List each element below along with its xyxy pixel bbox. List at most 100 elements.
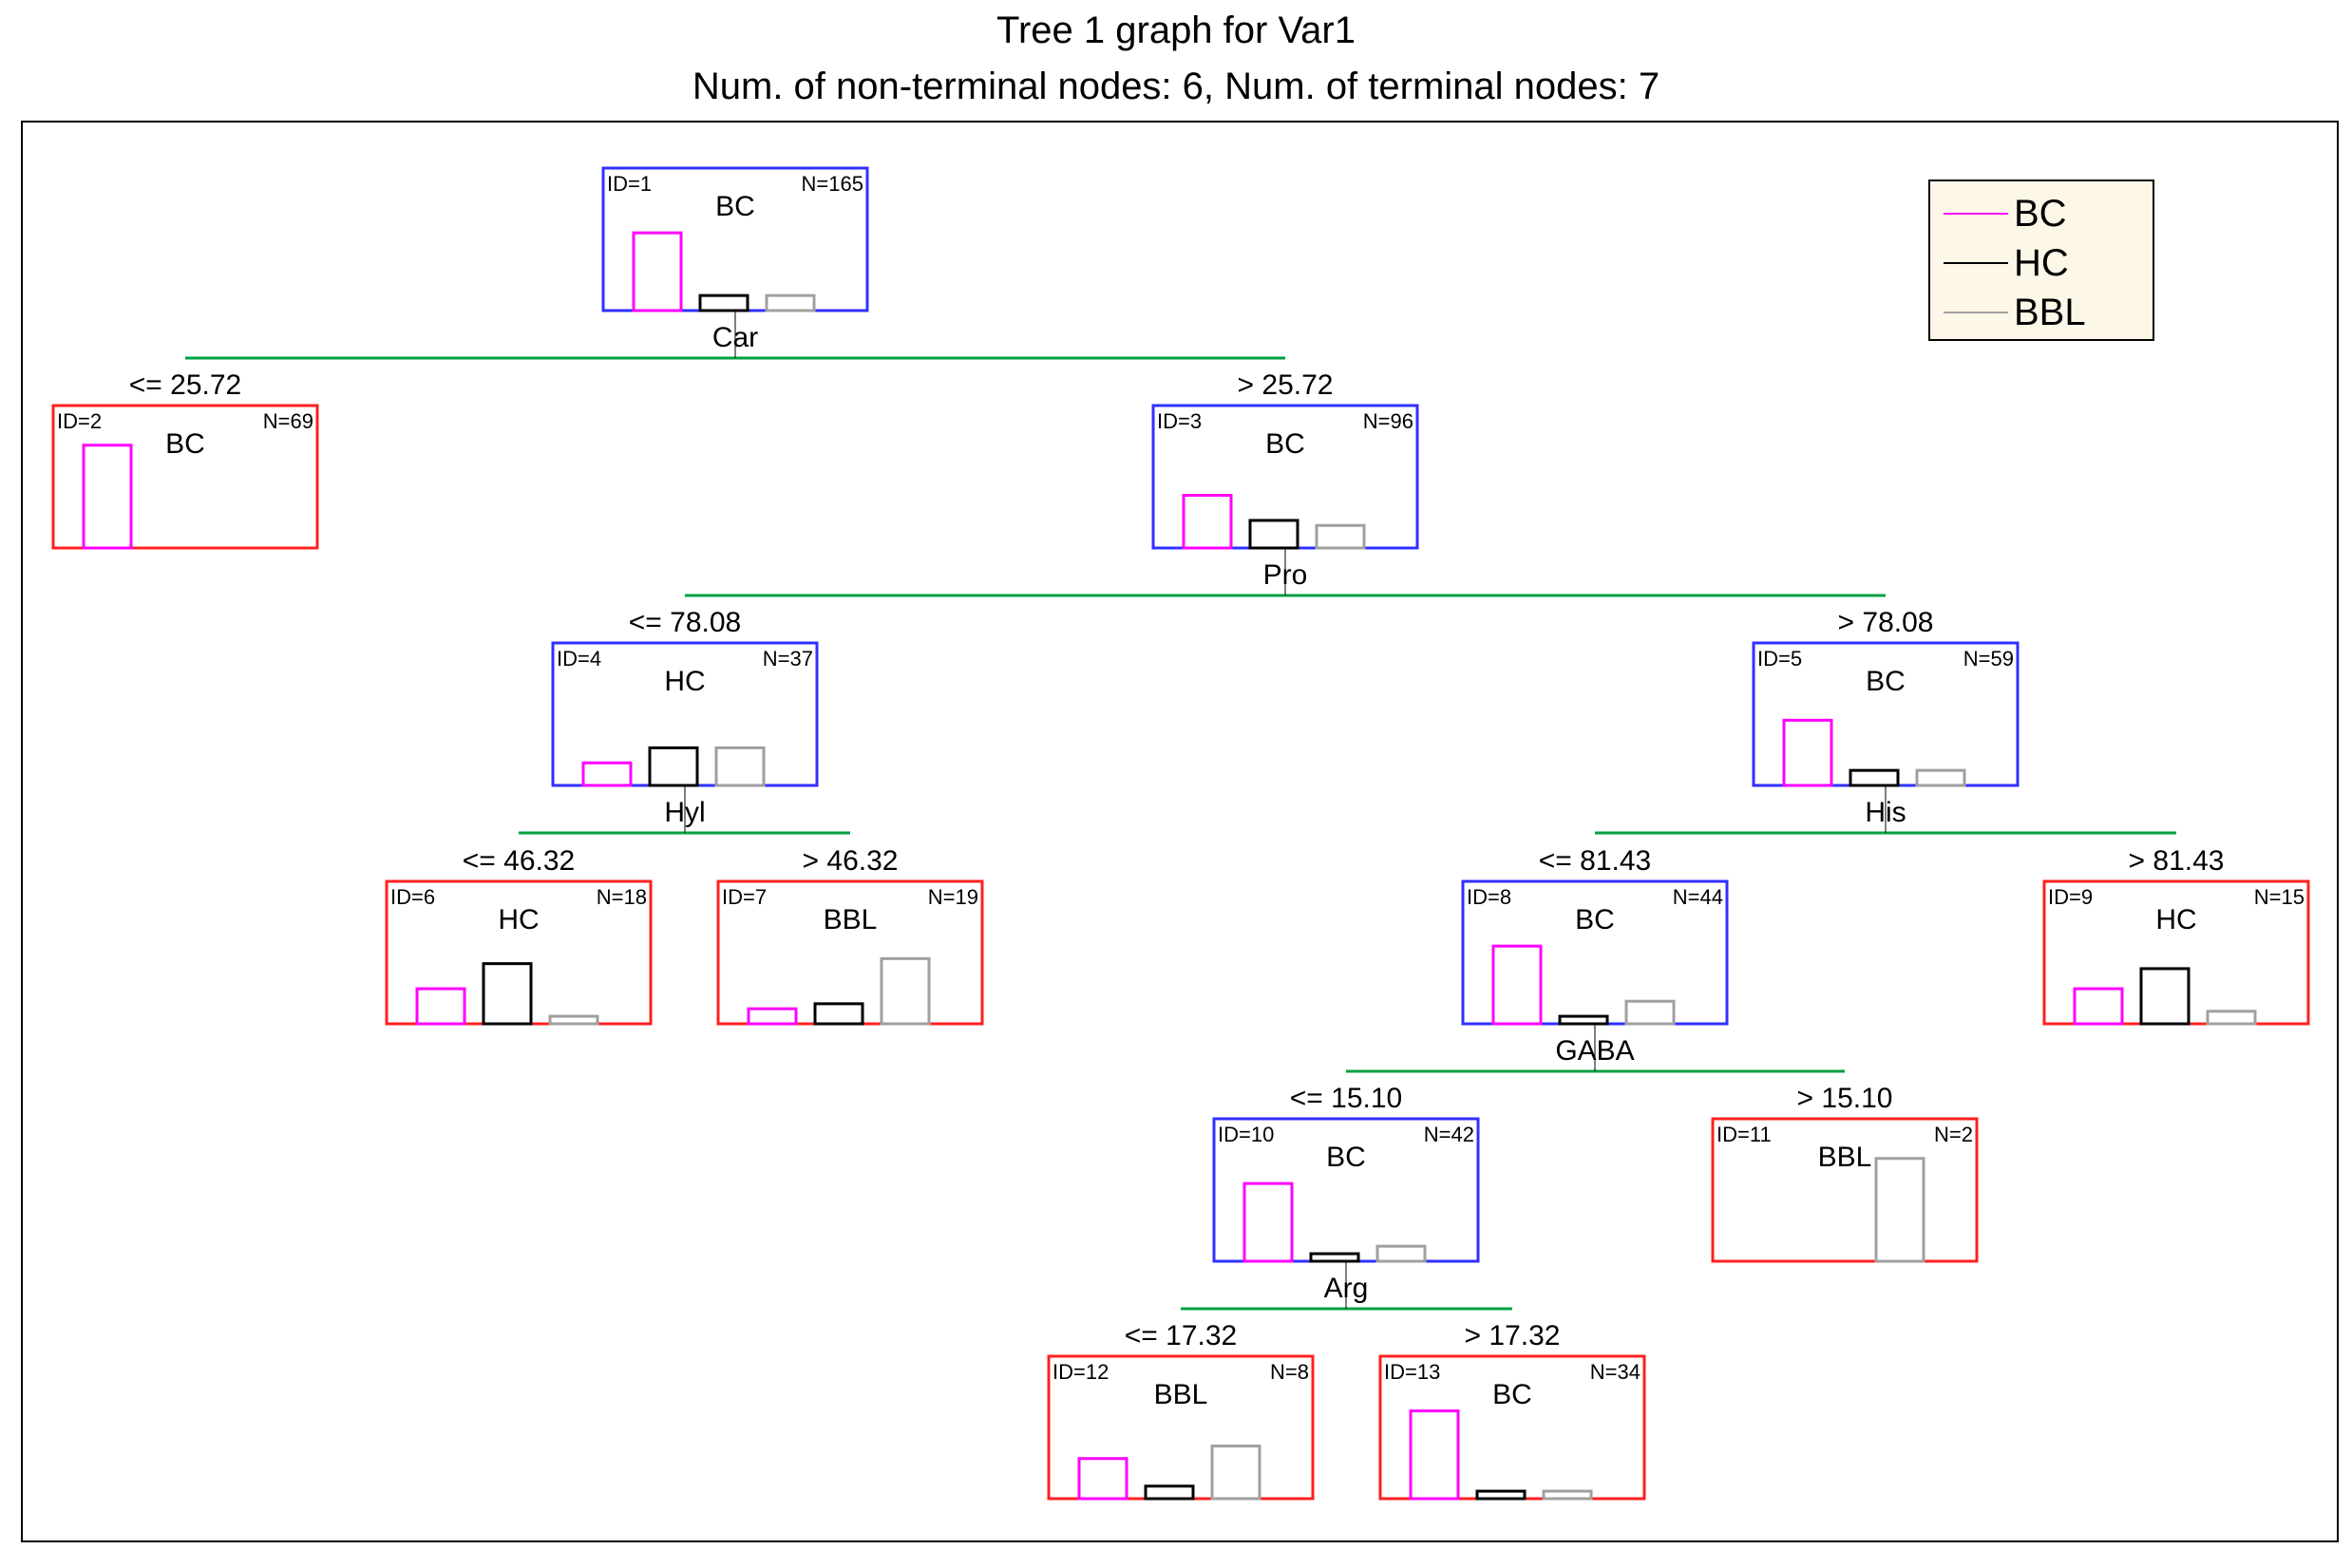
node-bar-id-5-bbl — [1915, 768, 1966, 787]
legend-item-hc: HC — [1944, 238, 2069, 288]
legend-swatch-bc — [1944, 213, 2008, 215]
chart-title: Tree 1 graph for Var1 — [996, 9, 1356, 51]
split-variable-id-4: Hyl — [664, 797, 705, 828]
node-count-id-11: N=2 — [1934, 1123, 1973, 1146]
split-variable-id-1: Car — [712, 322, 758, 353]
node-bar-id-4-hc — [648, 746, 699, 787]
node-id-id-12: ID=12 — [1053, 1360, 1109, 1384]
node-bar-id-13-hc — [1475, 1489, 1527, 1501]
node-bar-id-3-bc — [1182, 494, 1233, 550]
node-bar-id-2-bc — [82, 444, 133, 550]
node-class-id-3: BC — [1265, 428, 1305, 460]
node-box-id-10 — [1212, 1117, 1480, 1263]
split-right-condition-id-5: > 81.43 — [2129, 845, 2225, 877]
node-box-id-12 — [1047, 1354, 1315, 1501]
node-class-id-1: BC — [715, 191, 755, 222]
node-id-id-11: ID=11 — [1717, 1123, 1772, 1146]
node-class-id-5: BC — [1866, 666, 1906, 697]
node-bar-id-1-bbl — [765, 293, 816, 312]
node-bar-id-1-bc — [632, 231, 683, 312]
split-right-condition-id-4: > 46.32 — [803, 845, 899, 877]
legend-swatch-hc — [1944, 262, 2008, 264]
node-bar-id-7-bc — [747, 1007, 798, 1026]
node-id-id-8: ID=8 — [1467, 885, 1511, 909]
node-count-id-7: N=19 — [928, 885, 978, 909]
node-bar-id-13-bbl — [1542, 1489, 1593, 1501]
node-id-id-1: ID=1 — [607, 172, 652, 196]
node-bar-id-6-hc — [482, 962, 533, 1026]
split-right-condition-id-1: > 25.72 — [1238, 369, 1334, 401]
split-left-condition-id-4: <= 46.32 — [463, 845, 575, 877]
legend-label-bc: BC — [2014, 193, 2067, 235]
node-id-id-2: ID=2 — [57, 409, 102, 433]
split-right-condition-id-10: > 17.32 — [1465, 1320, 1561, 1351]
node-count-id-1: N=165 — [802, 172, 863, 196]
node-bar-id-12-hc — [1144, 1484, 1195, 1501]
split-variable-id-10: Arg — [1324, 1273, 1369, 1304]
split-left-condition-id-10: <= 17.32 — [1125, 1320, 1237, 1351]
node-class-id-11: BBL — [1818, 1142, 1872, 1173]
split-right-condition-id-8: > 15.10 — [1797, 1083, 1893, 1114]
node-bar-id-1-hc — [698, 293, 749, 312]
node-count-id-4: N=37 — [763, 647, 813, 671]
node-bar-id-3-bbl — [1315, 523, 1366, 550]
node-id-id-10: ID=10 — [1218, 1123, 1274, 1146]
node-bar-id-9-bc — [2073, 987, 2124, 1026]
node-id-id-6: ID=6 — [390, 885, 435, 909]
plot-frame — [21, 121, 2339, 1542]
node-id-id-4: ID=4 — [557, 647, 601, 671]
node-bar-id-6-bbl — [548, 1014, 599, 1026]
node-class-id-12: BBL — [1154, 1379, 1208, 1410]
split-right-condition-id-3: > 78.08 — [1838, 607, 1934, 638]
node-count-id-12: N=8 — [1270, 1360, 1309, 1384]
legend-item-bc: BC — [1944, 189, 2067, 238]
node-id-id-13: ID=13 — [1384, 1360, 1440, 1384]
split-variable-id-3: Pro — [1263, 559, 1308, 591]
node-count-id-9: N=15 — [2254, 885, 2305, 909]
legend-label-hc: HC — [2014, 242, 2069, 284]
node-box-id-13 — [1378, 1354, 1646, 1501]
node-count-id-5: N=59 — [1963, 647, 2014, 671]
node-bar-id-13-bc — [1409, 1409, 1460, 1501]
split-left-condition-id-1: <= 25.72 — [129, 369, 241, 401]
node-class-id-9: HC — [2155, 904, 2196, 935]
node-box-id-5 — [1752, 641, 2020, 787]
node-bar-id-4-bc — [581, 761, 633, 787]
split-left-condition-id-3: <= 78.08 — [629, 607, 741, 638]
node-box-id-2 — [51, 404, 319, 550]
node-bar-id-12-bbl — [1210, 1445, 1261, 1501]
node-class-id-6: HC — [498, 904, 539, 935]
node-count-id-8: N=44 — [1673, 885, 1723, 909]
node-id-id-3: ID=3 — [1157, 409, 1202, 433]
split-variable-id-8: GABA — [1555, 1035, 1634, 1067]
node-count-id-10: N=42 — [1424, 1123, 1474, 1146]
node-bar-id-6-bc — [415, 987, 466, 1026]
node-id-id-5: ID=5 — [1757, 647, 1802, 671]
node-bar-id-12-bc — [1077, 1457, 1129, 1501]
node-bar-id-5-bc — [1782, 718, 1833, 787]
node-count-id-2: N=69 — [263, 409, 313, 433]
node-box-id-8 — [1461, 879, 1729, 1026]
split-variable-id-5: His — [1865, 797, 1906, 828]
legend: BC HC BBL — [1928, 179, 2154, 341]
node-box-id-7 — [716, 879, 984, 1026]
node-bar-id-7-hc — [813, 1002, 864, 1026]
node-class-id-10: BC — [1326, 1142, 1366, 1173]
node-bar-id-8-hc — [1558, 1014, 1609, 1026]
node-bar-id-3-hc — [1248, 519, 1299, 550]
legend-swatch-bbl — [1944, 312, 2008, 313]
node-class-id-13: BC — [1492, 1379, 1532, 1410]
node-bar-id-8-bc — [1491, 944, 1543, 1026]
node-class-id-8: BC — [1575, 904, 1615, 935]
node-bar-id-5-hc — [1849, 768, 1900, 787]
node-bar-id-9-bbl — [2206, 1010, 2257, 1026]
node-id-id-7: ID=7 — [722, 885, 767, 909]
node-count-id-3: N=96 — [1363, 409, 1413, 433]
node-class-id-7: BBL — [824, 904, 878, 935]
chart-subtitle: Num. of non-terminal nodes: 6, Num. of t… — [692, 66, 1660, 107]
node-bar-id-7-bbl — [880, 956, 931, 1026]
node-bar-id-10-hc — [1309, 1252, 1360, 1263]
node-bar-id-11-bbl — [1874, 1157, 1925, 1263]
node-bar-id-9-hc — [2139, 967, 2191, 1026]
